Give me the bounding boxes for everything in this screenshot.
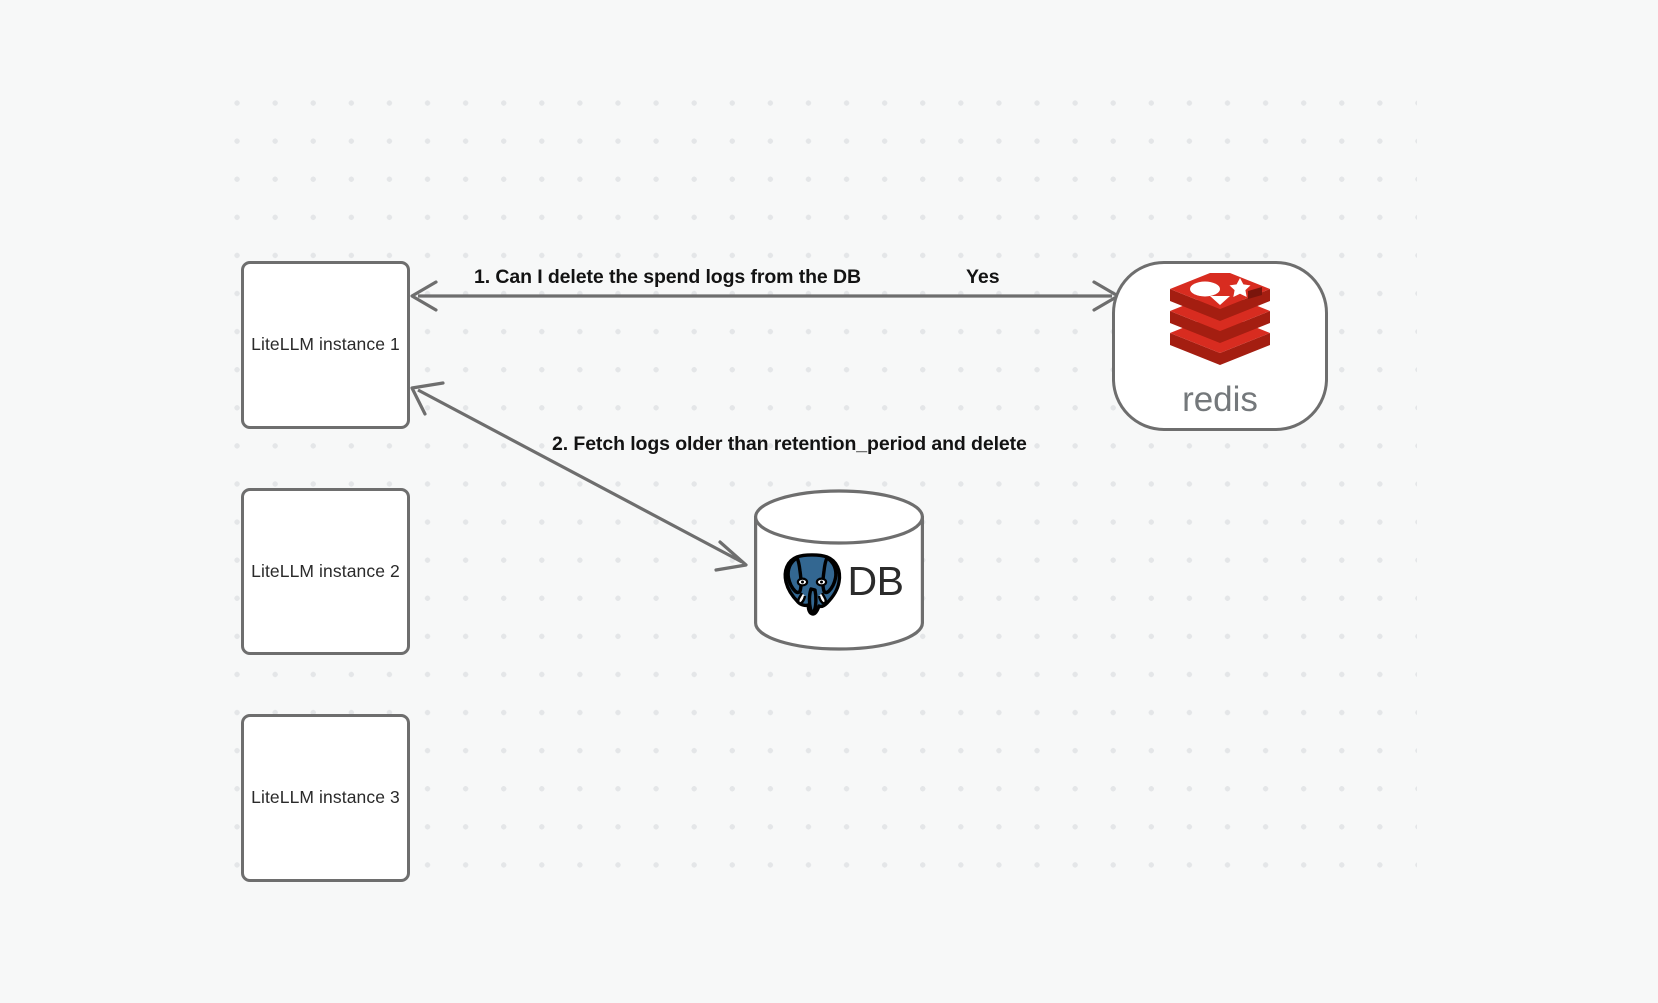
node-litellm-instance-1[interactable]: LiteLLM instance 1 [241,261,410,429]
arrowhead-db [714,540,748,572]
node-label: LiteLLM instance 1 [251,334,400,355]
edge-label-step-2: 2. Fetch logs older than retention_perio… [552,433,1027,455]
database-logo-group: DB [753,541,925,621]
postgresql-elephant-icon [783,553,841,616]
node-litellm-instance-3[interactable]: LiteLLM instance 3 [241,714,410,882]
node-label: LiteLLM instance 3 [251,787,400,808]
database-label: DB [847,557,904,604]
arrowhead-instance1 [410,381,445,416]
edge-db-instance1 [410,381,748,572]
redis-wordmark: redis [1182,381,1258,419]
node-litellm-instance-2[interactable]: LiteLLM instance 2 [241,488,410,655]
arrowhead-left [410,280,438,312]
node-postgres-db[interactable]: DB [753,489,925,651]
edge-label-step-1: 1. Can I delete the spend logs from the … [474,266,861,288]
node-redis[interactable]: redis [1112,261,1328,431]
redis-wordmark-text: redis [1182,381,1258,419]
edge-label-yes: Yes [966,266,1000,288]
node-label: LiteLLM instance 2 [251,560,400,581]
redis-logo-icon [1170,273,1270,365]
